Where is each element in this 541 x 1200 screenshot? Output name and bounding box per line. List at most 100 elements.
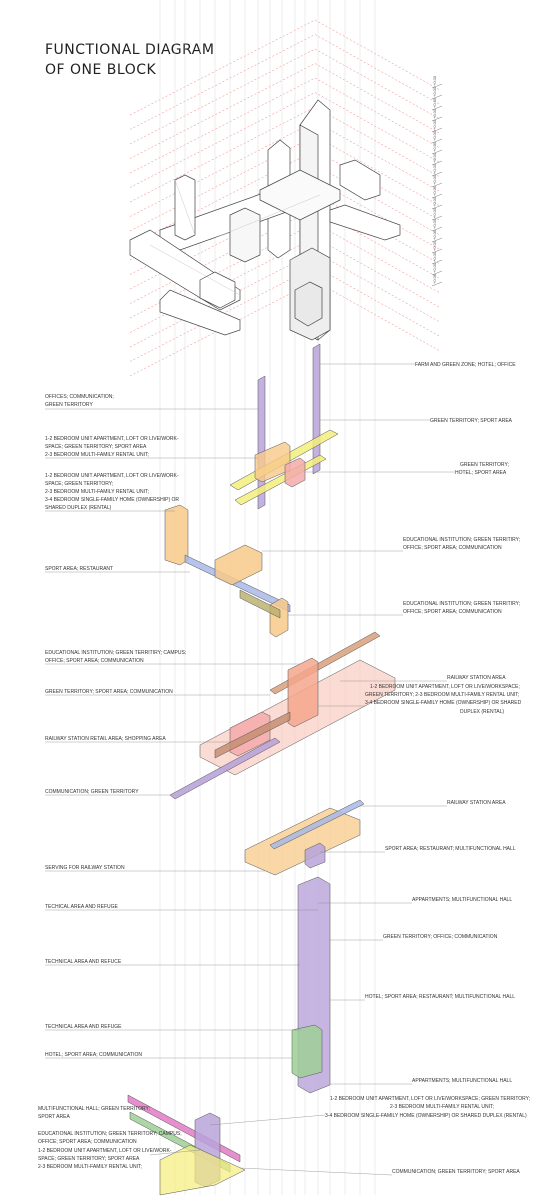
level-tick (431, 204, 443, 210)
level-markers: +0.00+0.00+0.00+0.00+0.00+0.00+0.00+0.00… (431, 75, 443, 287)
level-tick (431, 281, 443, 287)
grid-line-left (129, 48, 316, 145)
level-label: +0.00 (432, 163, 437, 174)
grid-line-right (314, 19, 441, 91)
purple-tower-right (312, 343, 321, 475)
level-label: +0.00 (432, 207, 437, 218)
level-tick (431, 193, 443, 199)
label-farm-hotel: FARM AND GREEN ZONE; HOTEL; OFFICE (415, 362, 516, 368)
grid-line-right (314, 251, 441, 323)
level-tick (431, 160, 443, 166)
label-apartments-2c: 2-3 BEDROOM MULTI-FAMILY RENTAL UNIT; (45, 489, 149, 495)
label-green-sport: GREEN TERRITORY; SPORT AREA (430, 418, 513, 424)
label-apartments-5: 1-2 BEDROOM UNIT APARTMENT, LOFT OR LIVE… (38, 1148, 172, 1154)
level-tick (431, 259, 443, 265)
grid-line-left (129, 251, 316, 348)
level-tick (431, 94, 443, 100)
label-railway-1: RAILWAY STATION AREA (447, 675, 506, 681)
label-green-hotel-2: HOTEL; SPORT AREA (455, 470, 507, 476)
label-apartments-3: 1-2 BEDROOM UNIT APARTMENT, LOFT OR LIVE… (370, 684, 520, 690)
label-campus: EDUCATIONAL INSTITUTION; GREEN TERRITIRY… (45, 650, 186, 656)
label-campus-2: OFFICE; SPORT AREA; COMMUNICATION (45, 658, 144, 664)
level-tick (431, 83, 443, 89)
leader-line (239, 1167, 393, 1176)
diagram-title: FUNCTIONAL DIAGRAM OF ONE BLOCK (45, 40, 214, 80)
pink-block-g1 (284, 457, 306, 488)
grid-line-left (129, 266, 316, 362)
green-block-tower (291, 1024, 323, 1079)
title-line-2: OF ONE BLOCK (45, 62, 157, 78)
grid-line-left (129, 121, 316, 217)
level-tick (431, 182, 443, 188)
label-apartments-2d: 3-4 BEDROOM SINGLE-FAMILY HOME (OWNERSHI… (45, 497, 179, 503)
grid-line-left (129, 63, 316, 159)
label-apartments-4: 1-2 BEDROOM UNIT APARTMENT, LOFT OR LIVE… (330, 1096, 530, 1102)
label-apartments-4b: 2-3 BEDROOM MULTI-FAMILY RENTAL UNIT; (390, 1104, 494, 1110)
label-technical-3: TECHNICAL AREA AND REFUGE (45, 1024, 122, 1030)
label-leader-lines (45, 363, 455, 1176)
olive-bar-g2 (239, 589, 281, 619)
label-apartments-2: 1-2 BEDROOM UNIT APARTMENT, LOFT OR LIVE… (45, 473, 179, 479)
label-sport-hall: SPORT AREA; RESTAURANT; MULTIFUNCTIONAL … (385, 846, 516, 852)
level-label: +0.00 (432, 174, 437, 185)
level-tick (431, 171, 443, 177)
grid-line-right (314, 280, 441, 352)
level-tick (431, 116, 443, 122)
isometric-massing-model (129, 99, 401, 341)
level-label: +0.00 (432, 86, 437, 97)
level-label: +0.00 (432, 141, 437, 152)
leader-line (209, 1114, 326, 1126)
label-apartments-1b: SPACE; GREEN TERRITORY; SPORT AREA (45, 444, 147, 450)
label-apartments-3b: GREEN TERRITORY; 2-3 BEDROOM MULTI-FAMIL… (365, 692, 519, 698)
label-railway-2: RAILWAY STATION AREA (447, 800, 506, 806)
level-tick (431, 237, 443, 243)
grid-line-left (129, 19, 316, 116)
label-apartments-4c: 3-4 BEDROOM SINGLE-FAMILY HOME (OWNERSHI… (325, 1113, 527, 1119)
label-comm-green: COMMUNICATION; GREEN TERRITORY (45, 789, 139, 795)
level-label: +0.00 (432, 108, 437, 119)
level-label: +0.00 (432, 119, 437, 130)
label-campus-bottom-2: OFFICE; SPORT AREA; COMMUNICATION (38, 1139, 137, 1145)
level-label: +0.00 (432, 130, 437, 141)
level-label: +0.00 (432, 273, 437, 284)
blue-bar-g4 (269, 799, 365, 850)
level-tick (431, 215, 443, 221)
level-label: +0.00 (432, 218, 437, 229)
grid-line-right (314, 92, 441, 163)
label-green-office: GREEN TERRITORY; OFFICE; COMMUNICATION (383, 934, 498, 940)
label-comm-sport: COMMUNICATION; GREEN TERRITORY; SPORT AR… (392, 1169, 520, 1175)
label-educational-1b: OFFICE; SPORT AREA; COMMUNICATION (403, 545, 502, 551)
label-technical-2: TECHNICAL AREA AND REFUCE (45, 959, 122, 965)
label-hotel-comm: HOTEL; SPORT AREA; COMMUNICATION (45, 1052, 142, 1058)
grid-line-right (314, 34, 441, 105)
title-line-1: FUNCTIONAL DIAGRAM (45, 42, 215, 58)
level-tick (431, 149, 443, 155)
level-tick (431, 105, 443, 111)
grid-line-right (314, 266, 441, 337)
orange-block-mid (214, 544, 263, 586)
grid-line-right (314, 48, 441, 120)
level-tick (431, 138, 443, 144)
label-green-comm: GREEN TERRITORY; SPORT AREA; COMMUNICATI… (45, 689, 173, 695)
level-label: +0.00 (432, 229, 437, 240)
grid-line-left (129, 280, 316, 377)
level-tick (431, 127, 443, 133)
level-tick (431, 226, 443, 232)
level-label: +0.00 (432, 152, 437, 163)
label-educational-2b: OFFICE; SPORT AREA; COMMUNICATION (403, 609, 502, 615)
label-educational-1: EDUCATIONAL INSTITUTION; GREEN TERRITIRY… (403, 537, 520, 543)
grid-line-left (129, 92, 316, 188)
level-tick (431, 270, 443, 276)
level-label: +0.00 (432, 262, 437, 273)
level-label: +0.00 (432, 75, 437, 86)
grid-line-left (129, 34, 316, 130)
label-offices: OFFICES; COMMUNICATION; (45, 394, 114, 400)
label-apartments-2b: SPACE; GREEN TERRITORY; (45, 481, 113, 487)
label-apartments-5c: 2-3 BEDROOM MULTI-FAMILY RENTAL UNIT; (38, 1164, 142, 1170)
grid-line-right (314, 63, 441, 134)
yellow-block-bottom (159, 1144, 246, 1196)
orange-block-g3 (287, 657, 319, 728)
label-sport-restaurant: SPORT AREA; RESTAURANT (45, 566, 113, 572)
label-educational-2: EDUCATIONAL INSTITUTION; GREEN TERRITIRY… (403, 601, 520, 607)
